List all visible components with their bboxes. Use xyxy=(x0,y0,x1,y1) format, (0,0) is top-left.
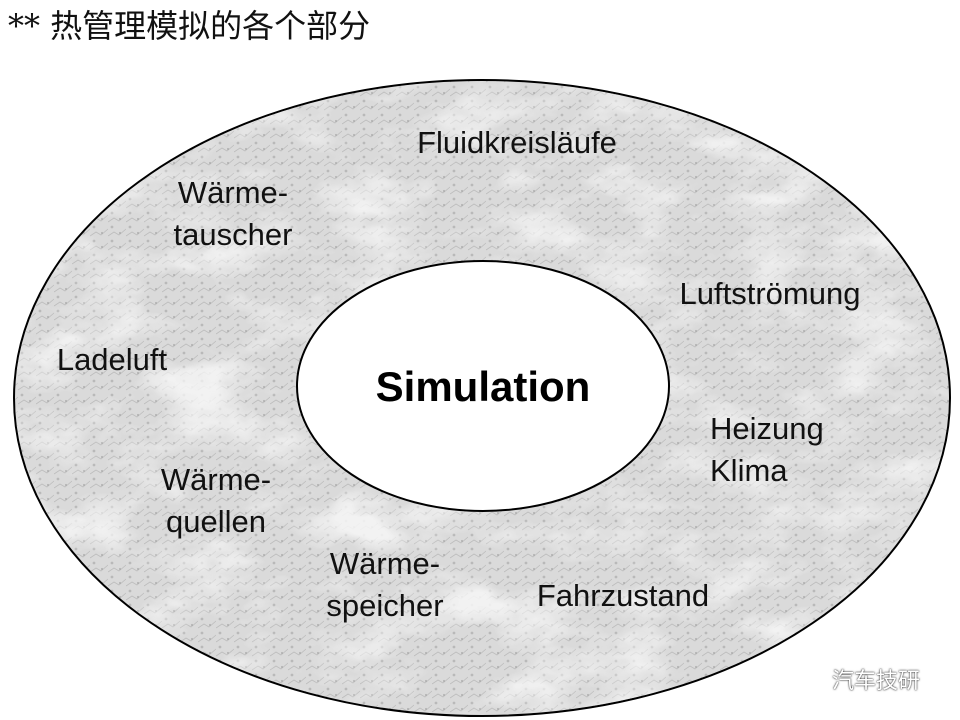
ring-labels: FluidkreisläufeWärme-tauscherLuftströmun… xyxy=(57,125,861,623)
ring-label-line: speicher xyxy=(326,588,443,623)
ring-label-line: quellen xyxy=(166,504,266,539)
center-label: Simulation xyxy=(376,363,591,410)
ring-label-fluidkreislaeufe: Fluidkreisläufe xyxy=(417,125,617,160)
page-title: ** 热管理模拟的各个部分 xyxy=(8,7,371,45)
ring-label-waermespeicher: Wärme-speicher xyxy=(326,546,443,623)
ring-label-waermetauscher: Wärme-tauscher xyxy=(174,175,293,252)
ring-label-luftstroemung: Luftströmung xyxy=(680,276,861,311)
ring-label-line: Heizung xyxy=(710,411,824,446)
ring-label-ladeluft: Ladeluft xyxy=(57,342,168,377)
watermark-text: 汽车技研 xyxy=(832,669,921,694)
center-ellipse xyxy=(296,260,670,512)
ring-label-line: Klima xyxy=(710,453,788,488)
wechat-icon xyxy=(793,666,824,691)
ring-label-line: Wärme- xyxy=(178,175,288,210)
ring-label-line: tauscher xyxy=(174,217,293,252)
watermark: 汽车技研 xyxy=(792,662,920,696)
ring-label-waermequellen: Wärme-quellen xyxy=(161,462,271,539)
ring-label-line: Wärme- xyxy=(330,546,440,581)
ring-label-fahrzustand: Fahrzustand xyxy=(537,578,709,613)
ring-label-line: Ladeluft xyxy=(57,342,168,377)
ring-label-line: Fahrzustand xyxy=(537,578,709,613)
ring-label-line: Fluidkreisläufe xyxy=(417,125,617,160)
ring-label-line: Wärme- xyxy=(161,462,271,497)
ring-label-line: Luftströmung xyxy=(680,276,861,311)
